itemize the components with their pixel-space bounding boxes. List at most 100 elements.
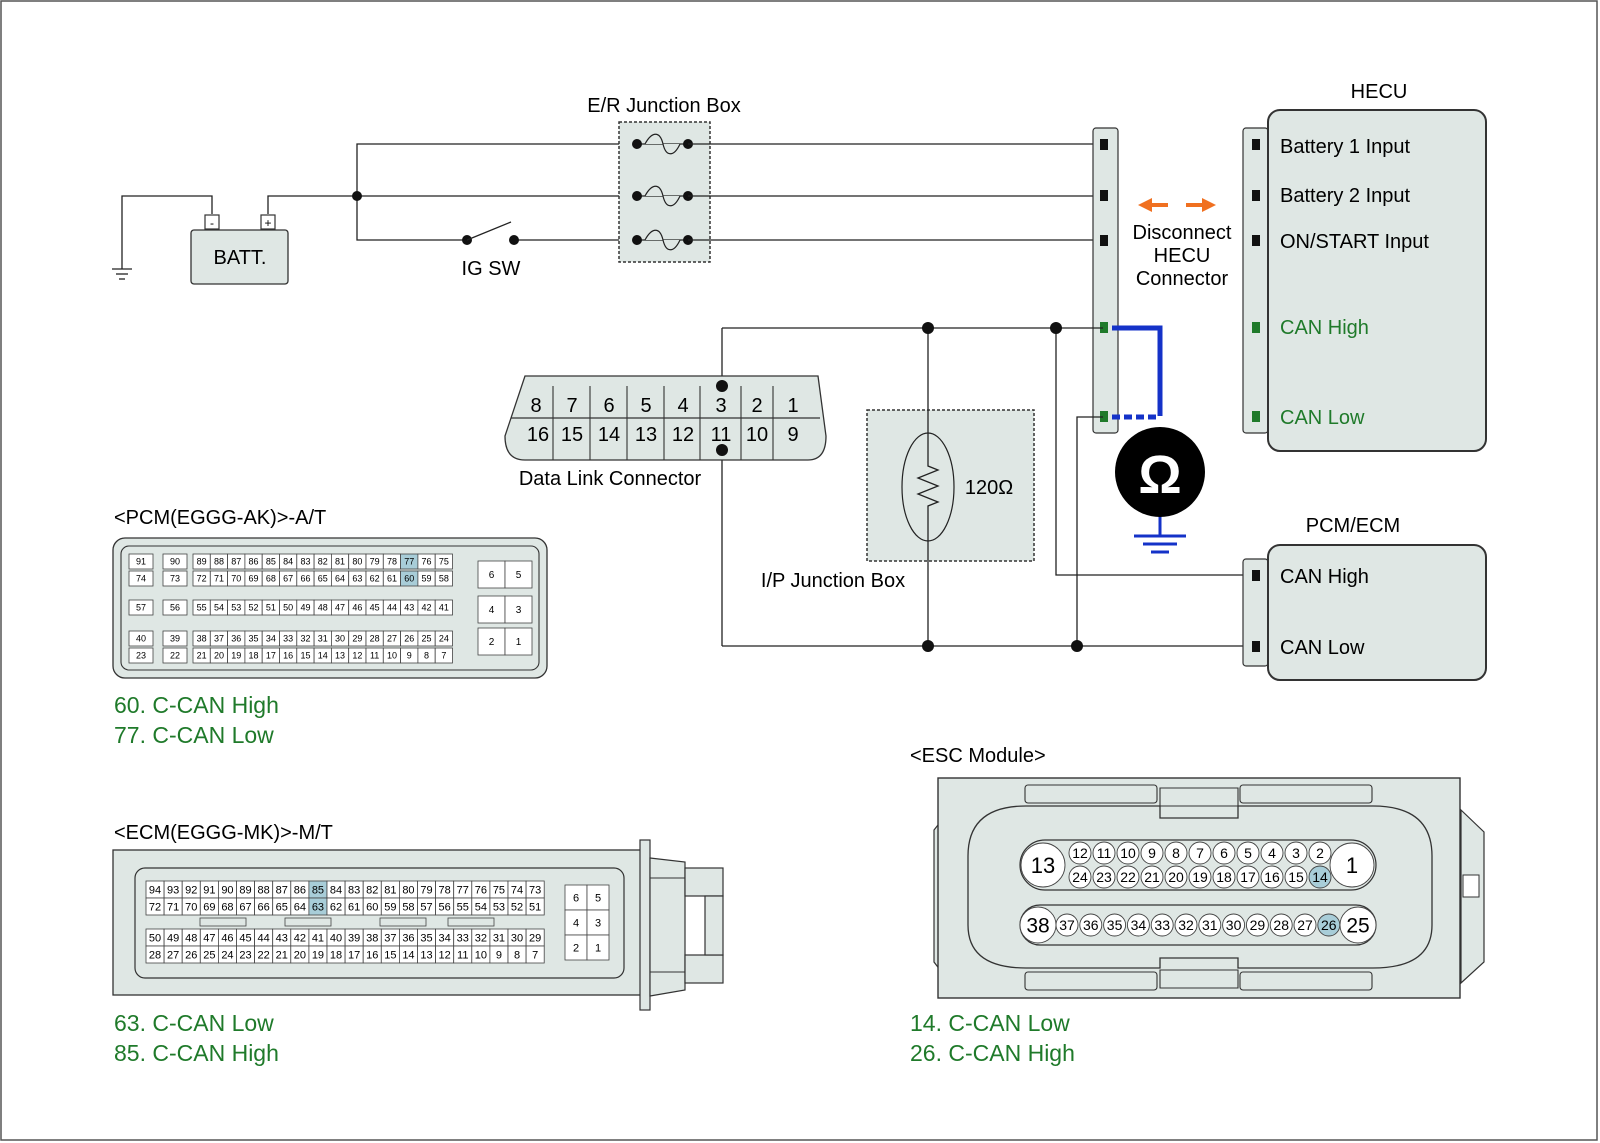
esc-pin-pin [1150,913,1174,937]
ecm-connector-title: <ECM(EGGG-MK)>-M/T [114,822,333,844]
ecm-pin-label: 26 [185,949,197,961]
disconnect-arrows [1138,198,1216,212]
pcm-pin-cell [434,553,453,570]
ecm-pin-label: 75 [493,884,505,896]
ecm-pin-cell [525,897,545,916]
pcm-pin-label: 22 [170,651,180,661]
dlc-pin: 15 [561,424,583,446]
pcm-pin-label: 52 [249,603,259,613]
dlc-pin: 16 [527,424,549,446]
ecm-pin-label: 82 [366,884,378,896]
ecm-pin-label: 57 [420,901,432,913]
pcm-pin-label: 44 [387,603,397,613]
ecm-pin-label: 30 [511,932,523,944]
pcm-pin-label: 69 [249,574,259,584]
pcm-pin-label: 4 [489,605,495,616]
dlc-pin: 6 [603,395,614,417]
ecm-pin-label: 49 [167,932,179,944]
ecm-pin-label: 60 [366,901,378,913]
dlc-label: Data Link Connector [519,468,702,490]
esc-pin-pin [1103,913,1127,937]
esc-pin-label: 33 [1154,917,1170,933]
ecm-pin-label: 64 [294,901,306,913]
pcm-pin-label: 86 [249,557,259,567]
pcm-pin-label: 34 [266,634,276,644]
esc-pin-label: 23 [1096,869,1112,885]
ecm-pin-label: 83 [348,884,360,896]
pcm-pin-cell [128,553,154,570]
ecm-pin-label: 36 [402,932,414,944]
ecm-pin-label: 61 [348,901,360,913]
esc-pin-pin [1188,865,1212,889]
pcm-pin-cell [434,570,453,587]
esc-pin-label: 28 [1273,917,1289,933]
ecm-pin-label: 47 [203,932,215,944]
ecm-pin-label: 72 [149,901,161,913]
ecm-pin-label: 58 [402,901,414,913]
pcm-pin-label: 81 [335,557,345,567]
dlc-top-pins: 8 7 6 5 4 3 2 1 [530,395,798,417]
ecm-pin-label: 44 [258,932,270,944]
ecm-pin-label: 18 [330,949,342,961]
can-wires [721,327,1257,647]
disconnect-label-line3: Connector [1136,268,1229,290]
pcm-pin-cell [477,595,506,624]
ecm-pin-label: 32 [475,932,487,944]
pcm-pin-cell [477,627,506,656]
pcm-pin-label: 15 [300,651,310,661]
esc-pin-label: 6 [1220,845,1228,861]
pcm-pin-label: 29 [352,634,362,644]
esc-pin-pin [1068,841,1092,865]
pcm-pin-label: 46 [352,603,362,613]
pcm-pin-label: 16 [283,651,293,661]
pcm-pin-label: 74 [136,574,146,584]
battery-minus-label: - [210,216,214,230]
pcm-pin-label: 56 [170,603,180,613]
esc-pin-pin [1339,906,1377,944]
ecm-pin-label: 16 [366,949,378,961]
esc-pin-pin [1212,865,1236,889]
pcm-pin-cell [504,560,533,589]
ecm-pin-label: 35 [420,932,432,944]
ecm-pin-label: 38 [366,932,378,944]
ecm-pin-label: 68 [221,901,233,913]
ecm-pin-label: 4 [573,917,579,929]
pcm-pin-label: 5 [516,570,522,581]
pcm-pin-label: 12 [352,651,362,661]
pcm-pin-label: 43 [404,603,414,613]
hecu-power-wires [688,143,1103,241]
pcm-pin-label: 41 [439,603,449,613]
pcm-pin-label: 65 [318,574,328,584]
pcm-pin-label: 88 [214,557,224,567]
pcm-pin-label: 33 [283,634,293,644]
ecm-pin-label: 28 [149,949,161,961]
pcm-pin-label: 3 [516,605,522,616]
pcm-pin-label: 53 [231,603,241,613]
splice-dot [352,191,362,201]
pcm-note-1: 60. C-CAN High [114,692,279,718]
ecm-pin-label: 39 [348,932,360,944]
pcm-pin-label: 30 [335,634,345,644]
esc-note-1: 14. C-CAN Low [910,1010,1070,1036]
pcm-pin-label: 31 [318,634,328,644]
ohmmeter-symbol: Ω [1138,445,1181,505]
pcm-pin-label: 7 [441,651,446,661]
pcm-pin-label: 13 [335,651,345,661]
esc-pin-pin [1329,842,1375,888]
pcm-pin-label: 14 [318,651,328,661]
hecu-on-start-label: ON/START Input [1280,231,1429,253]
ecm-pin-label: 6 [573,892,579,904]
esc-pin-label: 1 [1346,853,1358,878]
ecm-pin-label: 69 [203,901,215,913]
pcm-pin-cell [162,599,188,616]
ecm-pin-label: 3 [595,917,601,929]
esc-pin-label: 18 [1216,869,1232,885]
esc-pin-label: 26 [1321,917,1337,933]
hecu-module: HECU Battery 1 Input Battery 2 Input ON/… [1242,81,1487,452]
ground-wire [112,195,213,280]
pcm-pin-label: 48 [318,603,328,613]
esc-pin-label: 12 [1072,845,1088,861]
esc-pin-label: 27 [1297,917,1313,933]
pcm-connector-title: <PCM(EGGG-AK)>-A/T [114,507,326,529]
